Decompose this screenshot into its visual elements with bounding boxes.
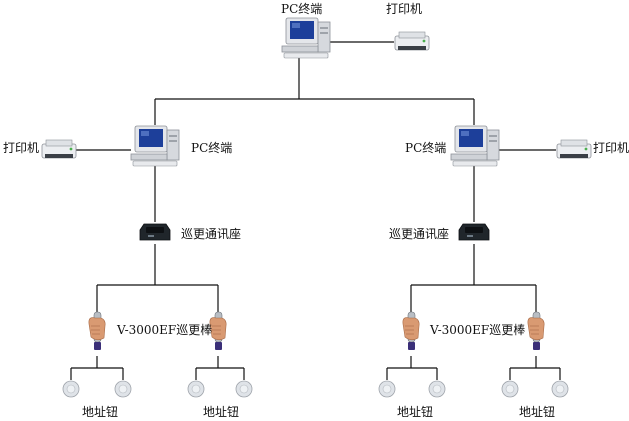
address-button-icon: [428, 380, 446, 398]
communication-dock-icon: [458, 223, 490, 241]
label-button-2: 地址钮: [203, 404, 239, 419]
label-wand-left: V-3000EF巡更棒: [116, 323, 212, 337]
address-button-icon: [187, 380, 205, 398]
address-button-icon: [501, 380, 519, 398]
address-button-icon: [235, 380, 253, 398]
label-dock-left: 巡更通讯座: [181, 226, 241, 241]
label-pc-right: PC终端: [405, 140, 446, 155]
desktop-computer-icon: [450, 125, 500, 167]
label-button-3: 地址钮: [397, 404, 433, 419]
patrol-wand-in-hand-icon: [209, 311, 227, 351]
label-button-1: 地址钮: [82, 404, 118, 419]
printer-icon: [41, 139, 77, 159]
desktop-computer-icon: [130, 125, 180, 167]
label-printer-left: 打印机: [3, 141, 39, 155]
patrol-wand-in-hand-icon: [527, 311, 545, 351]
communication-dock-icon: [139, 223, 171, 241]
address-button-icon: [62, 380, 80, 398]
patrol-wand-in-hand-icon: [402, 311, 420, 351]
connection-lines: [70, 41, 561, 380]
wire-button-group-3: [386, 356, 438, 380]
label-dock-right: 巡更通讯座: [389, 226, 449, 241]
wire-button-group-2: [195, 356, 245, 380]
label-printer-top: 打印机: [386, 2, 422, 16]
label-printer-right: 打印机: [593, 141, 629, 155]
wire-button-group-1: [70, 356, 124, 380]
label-pc-top: PC终端: [281, 1, 322, 16]
wire-button-group-4: [509, 356, 561, 380]
label-button-4: 地址钮: [519, 404, 555, 419]
address-button-icon: [551, 380, 569, 398]
desktop-computer-icon: [281, 17, 331, 59]
printer-icon: [556, 139, 592, 159]
address-button-icon: [378, 380, 396, 398]
label-wand-right: V-3000EF巡更棒: [429, 323, 525, 337]
patrol-wand-in-hand-icon: [88, 311, 106, 351]
address-button-icon: [114, 380, 132, 398]
label-pc-left: PC终端: [191, 140, 232, 155]
printer-icon: [394, 31, 430, 51]
